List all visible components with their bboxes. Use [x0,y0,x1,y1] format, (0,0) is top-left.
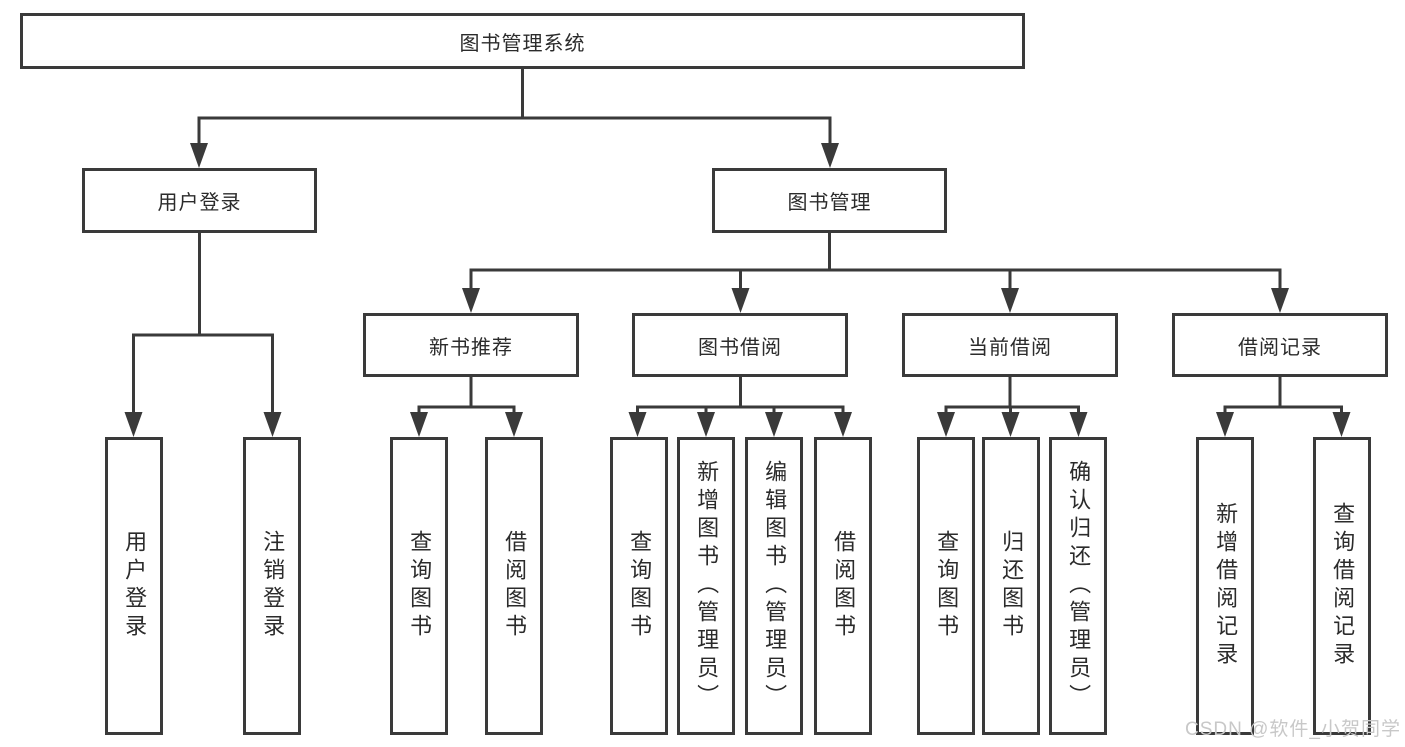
leaf-logout: 注销登录 [243,437,301,735]
leaf-query-books-borrowing-label: 查询图书 [627,530,653,642]
leaf-user-login-label: 用户登录 [122,530,148,642]
node-current-borrowing: 当前借阅 [902,313,1118,377]
leaf-logout-label: 注销登录 [260,530,286,642]
leaf-add-books-admin-label: 新增图书（管理员） [694,460,720,712]
leaf-query-books-borrowing: 查询图书 [610,437,668,735]
node-book-management: 图书管理 [712,168,947,233]
leaf-return-books-label: 归还图书 [999,530,1025,642]
leaf-add-books-admin: 新增图书（管理员） [677,437,735,735]
leaf-user-login: 用户登录 [105,437,163,735]
node-library-management-system: 图书管理系统 [20,13,1025,69]
watermark: CSDN @软件_小贺同学 [1185,719,1401,740]
arrowhead-icons [124,143,1351,437]
leaf-query-borrow-record-label: 查询借阅记录 [1330,502,1356,670]
leaf-borrow-books-recommendation-label: 借阅图书 [502,530,528,642]
leaf-query-books-current-label: 查询图书 [934,530,960,642]
leaf-edit-books-admin-label: 编辑图书（管理员） [762,460,788,712]
leaf-return-books: 归还图书 [982,437,1040,735]
node-new-book-recommendation: 新书推荐 [363,313,579,377]
leaf-query-borrow-record: 查询借阅记录 [1313,437,1371,735]
leaf-query-books-current: 查询图书 [917,437,975,735]
leaf-confirm-return-admin: 确认归还（管理员） [1049,437,1107,735]
leaf-query-books-recommendation-label: 查询图书 [407,530,433,642]
leaf-confirm-return-admin-label: 确认归还（管理员） [1066,460,1092,712]
leaf-borrow-books: 借阅图书 [814,437,872,735]
leaf-edit-books-admin: 编辑图书（管理员） [745,437,803,735]
leaf-borrow-books-recommendation: 借阅图书 [485,437,543,735]
node-book-borrowing: 图书借阅 [632,313,848,377]
leaf-query-books-recommendation: 查询图书 [390,437,448,735]
leaf-add-borrow-record: 新增借阅记录 [1196,437,1254,735]
node-borrowing-records: 借阅记录 [1172,313,1388,377]
node-user-login: 用户登录 [82,168,317,233]
leaf-borrow-books-label: 借阅图书 [831,530,857,642]
leaf-add-borrow-record-label: 新增借阅记录 [1213,502,1239,670]
